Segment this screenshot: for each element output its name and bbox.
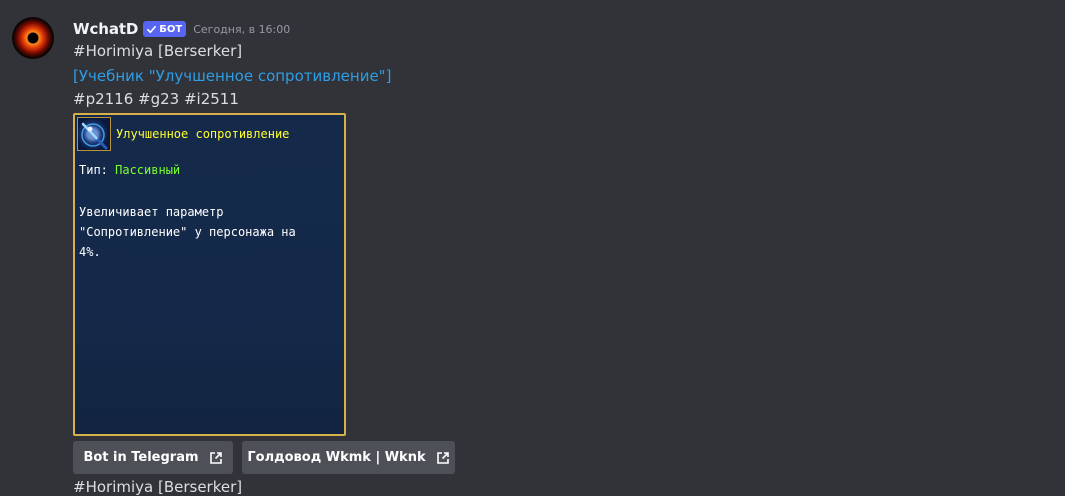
bot-badge: БОТ	[143, 21, 187, 37]
bot-badge-label: БОТ	[159, 23, 183, 35]
card-description: Увеличивает параметр "Сопротивление" у п…	[79, 205, 296, 259]
external-link-icon	[436, 451, 449, 464]
external-link-icon	[209, 451, 222, 464]
card-title: Улучшенное сопротивление	[116, 127, 290, 141]
message-header: WchatD БОТ Сегодня, в 16:00	[73, 19, 290, 39]
checkmark-icon	[147, 25, 157, 33]
skill-icon	[77, 117, 111, 151]
message-line-ids: #p2116 #g23 #i2511	[73, 90, 239, 108]
type-value: Пассивный	[115, 163, 181, 177]
username[interactable]: WchatD	[73, 20, 139, 38]
button-label: Bot in Telegram	[83, 450, 199, 465]
goldovod-button[interactable]: Голдовод Wkmk | Wknk	[242, 441, 455, 474]
timestamp: Сегодня, в 16:00	[193, 22, 291, 36]
card-type: Тип: Пассивный	[79, 163, 180, 177]
bot-in-telegram-button[interactable]: Bot in Telegram	[73, 441, 233, 474]
next-message-partial: #Horimiya [Berserker]	[73, 478, 243, 496]
message-link[interactable]: [Учебник "Улучшенное сопротивление"]	[73, 67, 392, 85]
skill-card-image[interactable]: Улучшенное сопротивление Тип: Пассивный …	[73, 113, 346, 436]
message-line-hashtag: #Horimiya [Berserker]	[73, 42, 243, 60]
button-label: Голдовод Wkmk | Wknk	[247, 450, 426, 465]
avatar[interactable]	[12, 17, 54, 59]
type-label: Тип:	[79, 163, 116, 177]
